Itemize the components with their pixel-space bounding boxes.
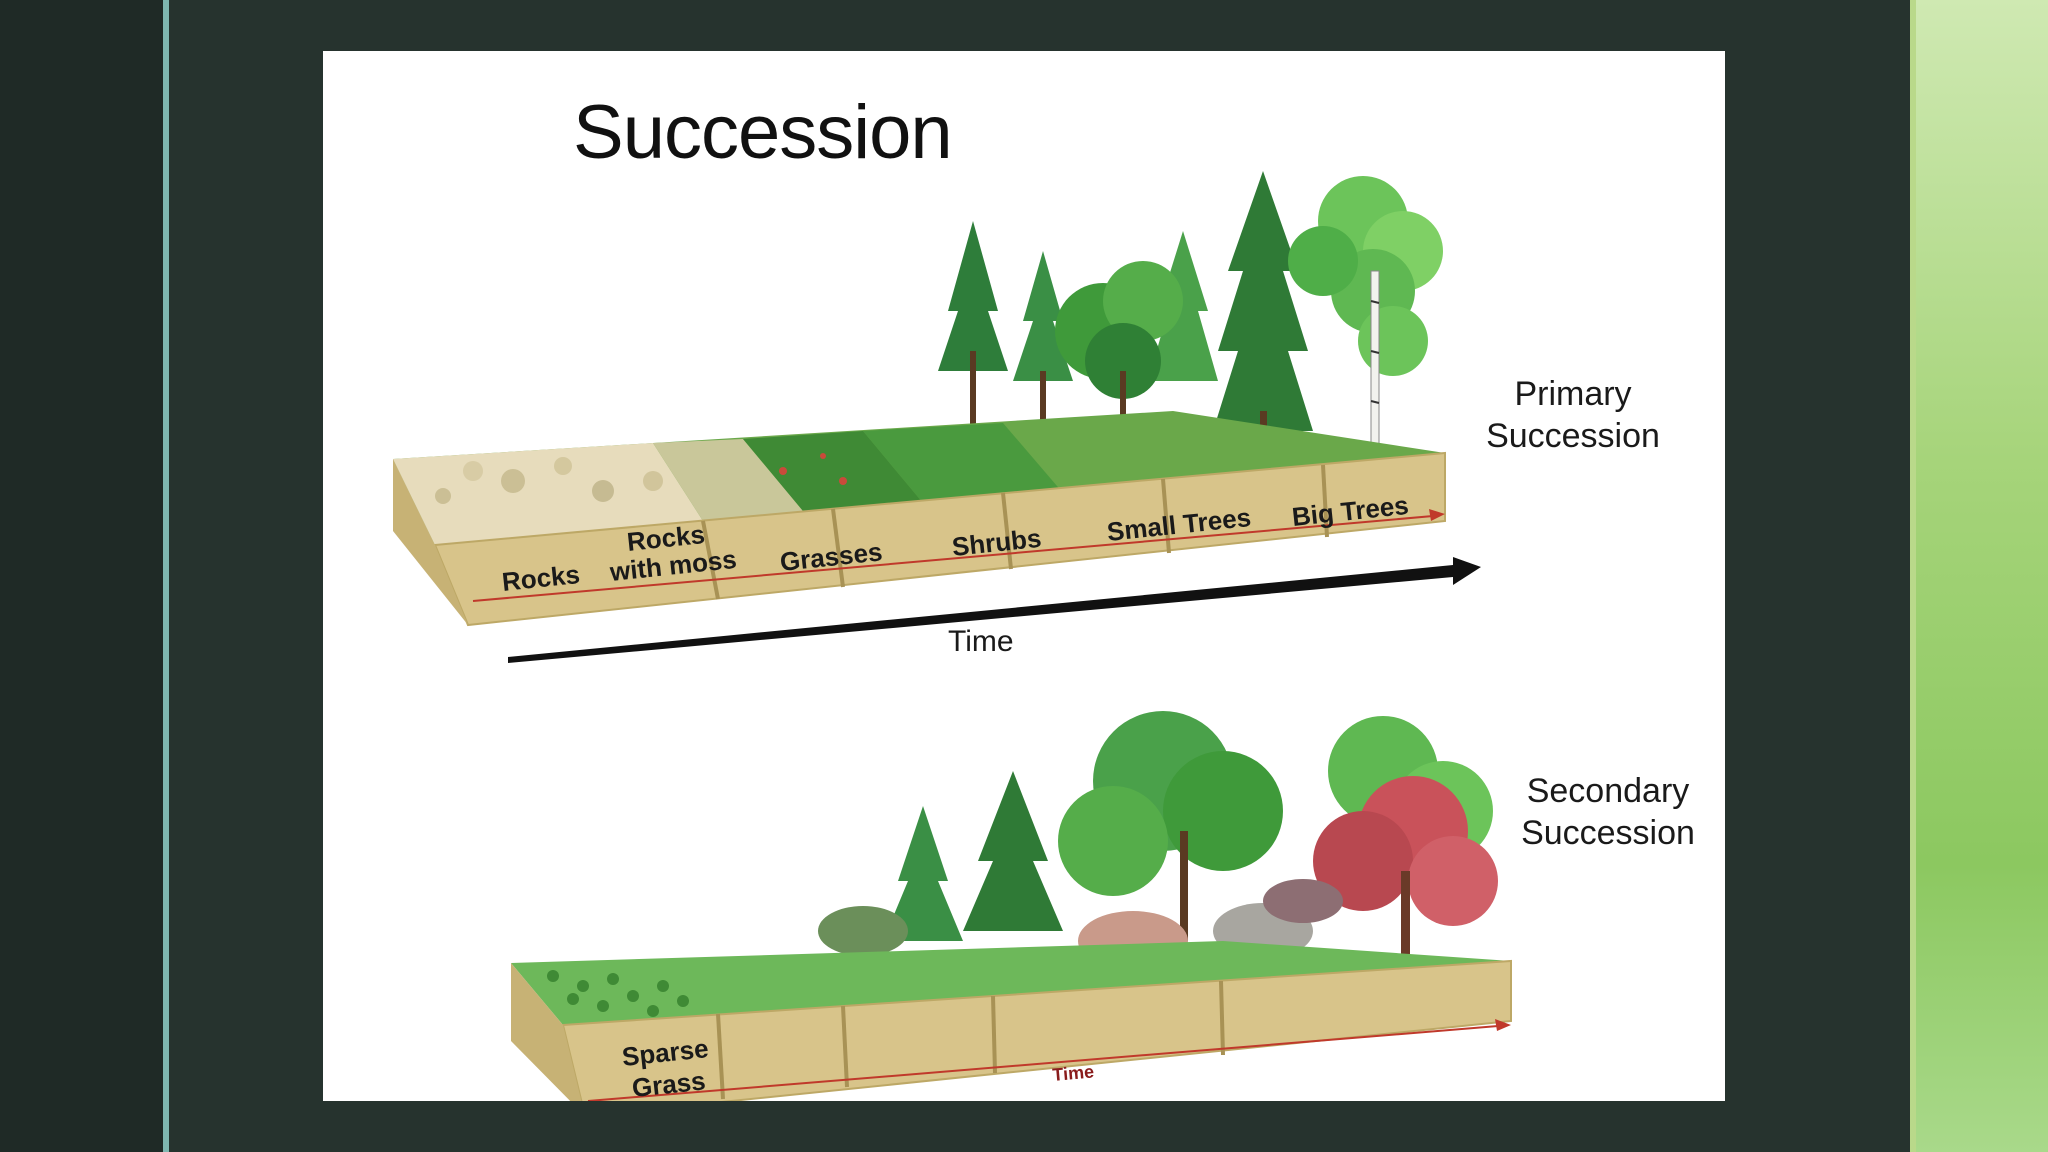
secondary-front-face xyxy=(561,959,1512,1101)
secondary-succession-label: Secondary Succession xyxy=(1488,770,1725,854)
primary-label-line2: Succession xyxy=(1486,417,1660,455)
primary-time-label: Time xyxy=(948,625,1014,658)
right-decorative-panel xyxy=(1916,0,2048,1152)
right-accent-line xyxy=(1910,0,1916,1152)
slide-canvas: Succession xyxy=(323,51,1725,1101)
left-frame-strip xyxy=(0,0,163,1152)
secondary-succession-block: Sparse Grass Time xyxy=(511,711,1512,1101)
primary-label-line1: Primary xyxy=(1514,375,1632,413)
primary-succession-block: Rocks Rocks with moss Grasses Shrubs Sma… xyxy=(393,171,1446,627)
secondary-top-surface xyxy=(511,941,1511,1025)
secondary-trees xyxy=(818,711,1498,971)
left-accent-line xyxy=(163,0,169,1152)
secondary-label-line1: Secondary xyxy=(1526,772,1690,810)
primary-succession-label: Primary Succession xyxy=(1453,373,1693,457)
primary-time-arrow xyxy=(508,557,1481,663)
succession-diagram: Rocks Rocks with moss Grasses Shrubs Sma… xyxy=(393,171,1512,1101)
secondary-time-label: Time xyxy=(1052,1061,1095,1085)
stage-label-grass: Grass xyxy=(630,1065,706,1101)
slide-title: Succession xyxy=(573,90,953,175)
secondary-label-line2: Succession xyxy=(1521,814,1695,852)
